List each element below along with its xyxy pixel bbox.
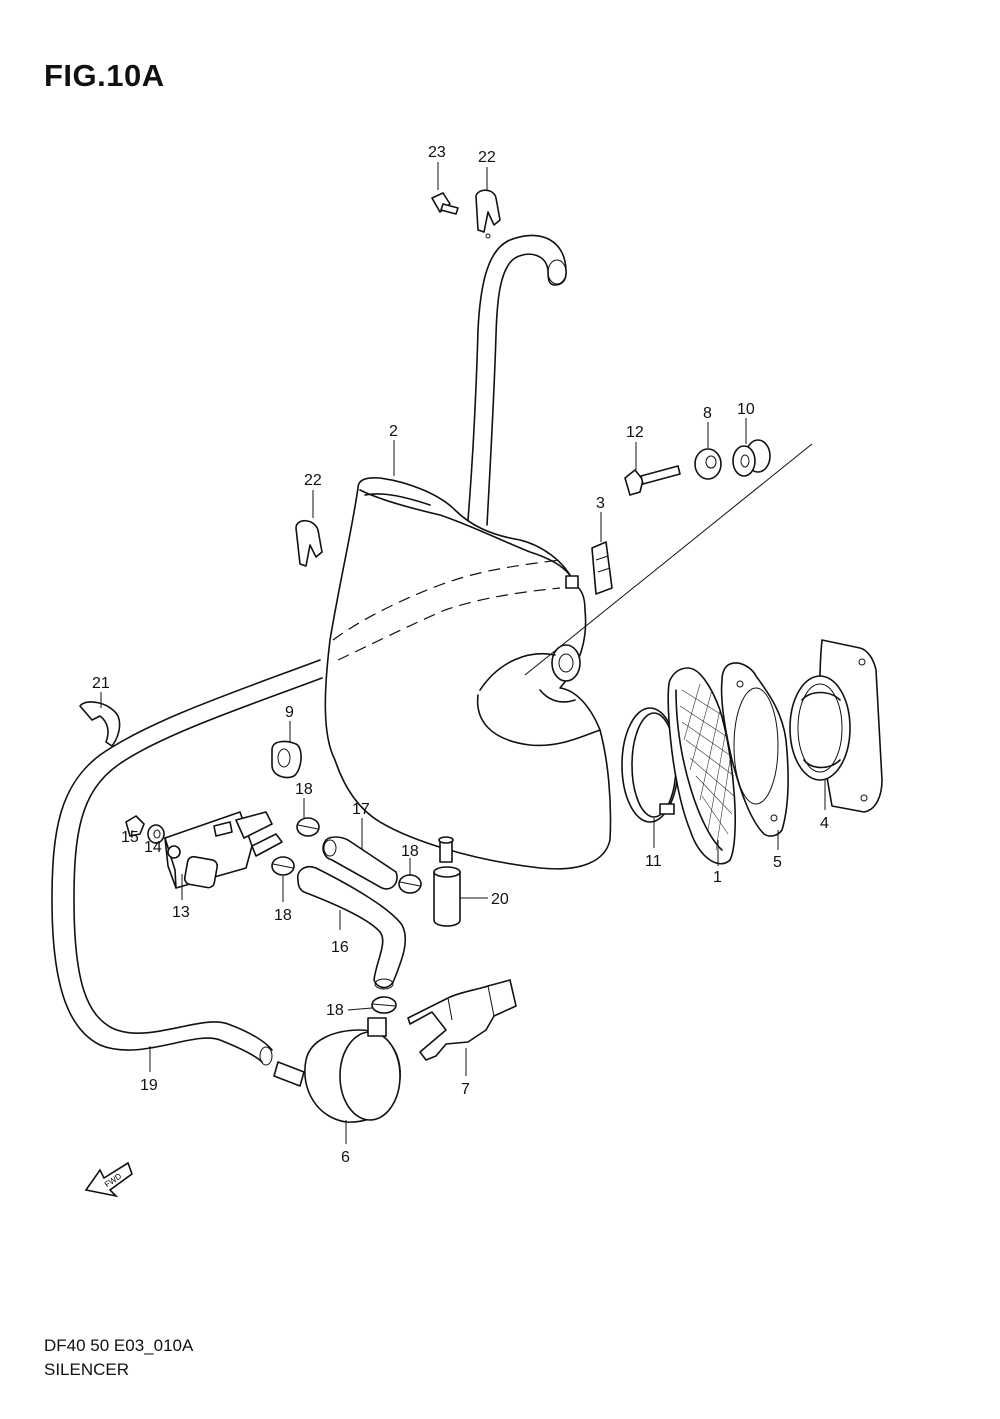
part-18-clamp-c — [398, 874, 422, 894]
part-18-clamp-b — [271, 856, 295, 876]
figure-code: DF40 50 E03_010A — [44, 1336, 194, 1355]
part-6-fuel-filter — [273, 1017, 401, 1123]
part-19-hose — [51, 659, 323, 1066]
callout-8: 8 — [703, 405, 712, 422]
part-12-bolt — [624, 465, 681, 496]
callout-3: 3 — [596, 495, 605, 512]
callout-18-c: 18 — [274, 907, 292, 924]
callout-13: 13 — [172, 904, 190, 921]
callout-5: 5 — [773, 854, 782, 871]
callout-23: 23 — [428, 144, 446, 161]
callout-10: 10 — [737, 401, 755, 418]
callout-22-left: 22 — [304, 472, 322, 489]
fwd-direction-badge: FWD — [84, 1161, 133, 1198]
part-13-stud — [167, 845, 181, 859]
part-20-sleeve — [433, 866, 461, 927]
callout-6: 6 — [341, 1149, 350, 1166]
part-23-bolt — [431, 192, 459, 215]
callout-7: 7 — [461, 1081, 470, 1098]
part-8-collar — [694, 448, 722, 480]
callout-20: 20 — [491, 891, 509, 908]
part-10-grommet — [732, 439, 771, 477]
part-4-inlet-flange — [789, 639, 883, 813]
part-16-hose — [296, 865, 407, 990]
figure-name: SILENCER — [44, 1360, 130, 1379]
part-17-hose — [322, 836, 398, 890]
callout-18-d: 18 — [326, 1002, 344, 1019]
callout-14: 14 — [144, 839, 162, 856]
part-9-grommet — [271, 740, 302, 779]
callout-12: 12 — [626, 424, 644, 441]
callout-layer: 23 22 2 22 12 8 10 3 21 9 18 17 15 14 18… — [92, 144, 829, 1166]
callout-22-top: 22 — [478, 149, 496, 166]
part-14-washer — [147, 824, 165, 844]
part-3-clip — [591, 541, 613, 595]
part-21-clip — [79, 701, 121, 747]
part-15-nut — [125, 815, 145, 837]
part-18-clamp-d — [371, 996, 397, 1014]
callout-18-a: 18 — [295, 781, 313, 798]
callout-11: 11 — [645, 853, 662, 870]
part-18-clamp-a — [296, 817, 320, 837]
callout-15: 15 — [121, 829, 139, 846]
callout-2: 2 — [389, 423, 398, 440]
callout-21: 21 — [92, 675, 110, 692]
breather-hose — [467, 234, 567, 526]
callout-4: 4 — [820, 815, 829, 832]
part-22-clamp-left — [295, 519, 323, 567]
callout-17: 17 — [352, 801, 370, 818]
figure-title: FIG.10A — [44, 58, 165, 93]
callout-9: 9 — [285, 704, 294, 721]
part-2-silencer-case — [324, 477, 612, 870]
callout-1: 1 — [713, 869, 722, 886]
part-5-gasket — [720, 662, 789, 837]
part-13-valve — [164, 811, 283, 889]
callout-16: 16 — [331, 939, 349, 956]
part-1-silencer-screen — [667, 667, 736, 865]
part-7-bracket — [407, 979, 517, 1061]
part-22-clamp-top — [475, 189, 501, 239]
callout-19: 19 — [140, 1077, 158, 1094]
callout-18-b: 18 — [401, 843, 419, 860]
